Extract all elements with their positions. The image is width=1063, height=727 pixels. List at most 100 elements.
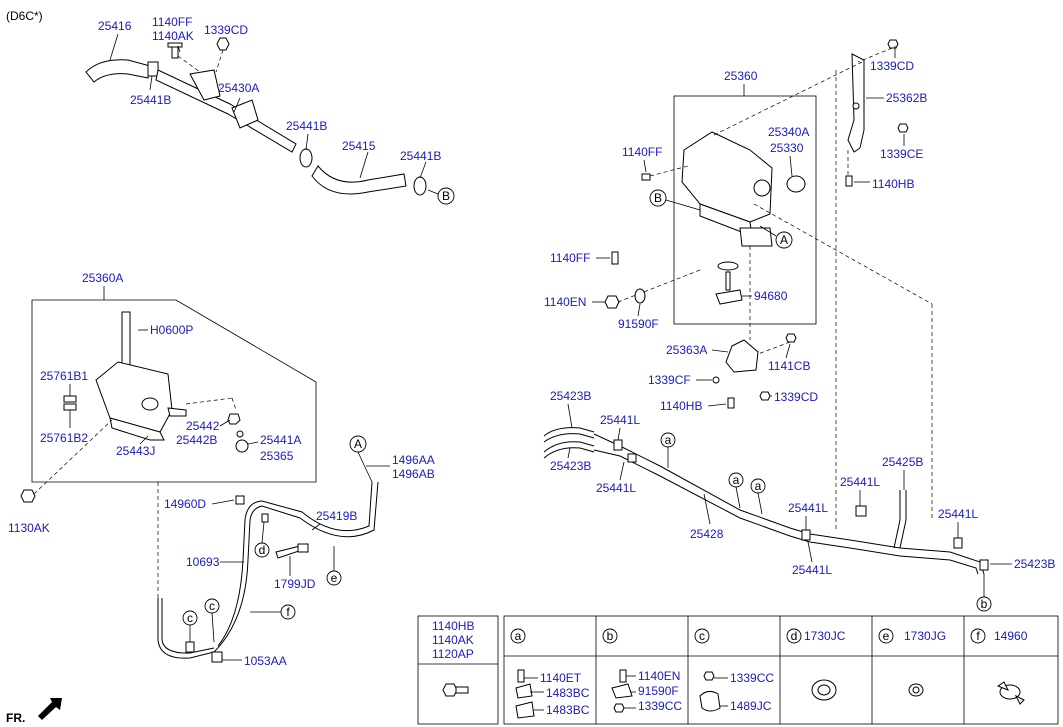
callout-25425b: 25425B — [882, 455, 923, 469]
callout-25441b-right: 25441B — [400, 149, 441, 163]
legend-key-f — [970, 628, 986, 644]
callout-25360a: 25360A — [82, 271, 123, 285]
legend-key-b — [602, 628, 618, 644]
legend-key-d — [786, 628, 802, 644]
callout-1140ff-top: 1140FF — [152, 15, 192, 29]
callout-1130ak: 1130AK — [8, 521, 50, 535]
legend-key-d-label: d — [791, 629, 798, 643]
grommet-91590f — [634, 288, 646, 304]
callout-25330: 25330 — [770, 141, 804, 155]
callout-h0600p: H0600P — [150, 323, 193, 337]
legend-c-part-2: 1489JC — [730, 699, 772, 713]
legend-clip-c-icon — [699, 671, 721, 712]
marker-a-right-3-label: a — [755, 479, 762, 493]
reservoir-box-25360a — [31, 299, 317, 483]
callout-25441b-left: 25441B — [130, 93, 171, 107]
marker-f-left-label: f — [286, 605, 290, 619]
callout-25360: 25360 — [724, 69, 758, 83]
legend-clip-b-icon — [611, 669, 633, 713]
callout-25442: 25442 — [186, 419, 220, 433]
marker-c-left-2-label: c — [209, 599, 215, 613]
callout-1141cb: 1141CB — [768, 359, 810, 373]
legend-a-part-1: 1140ET — [540, 671, 582, 685]
legend-table — [417, 615, 1059, 725]
marker-a-right-label: A — [780, 233, 788, 247]
callout-25415: 25415 — [342, 139, 376, 153]
callout-25441b-mid: 25441B — [286, 119, 327, 133]
marker-c-left-1-label: c — [187, 611, 193, 625]
callout-1339cf: 1339CF — [648, 373, 691, 387]
legend-b-part-3: 1339CC — [638, 699, 682, 713]
marker-b-right-label: B — [654, 191, 662, 205]
legend-bolt-code-3: 1120AP — [432, 647, 474, 661]
marker-d-left-label: d — [259, 543, 266, 557]
front-marker: FR. — [6, 711, 25, 725]
callout-1140hb-r1: 1140HB — [872, 177, 914, 191]
legend-c-part-1: 1339CC — [730, 671, 774, 685]
callout-25423b-a: 25423B — [550, 389, 591, 403]
callout-25441a: 25441A — [260, 433, 301, 447]
legend-bolt-code-1: 1140HB — [432, 619, 474, 633]
legend-key-a-label: a — [515, 629, 522, 643]
reservoir-box-25360 — [673, 95, 817, 325]
callout-25761b2: 25761B2 — [40, 431, 88, 445]
front-arrow-icon — [38, 698, 62, 720]
legend-key-f-label: f — [976, 629, 980, 643]
callout-25362b: 25362B — [886, 91, 927, 105]
callout-1339cd-top: 1339CD — [204, 23, 248, 37]
callout-1496aa: 1496AA — [392, 453, 435, 467]
legend-a-part-3: 1483BC — [546, 703, 590, 717]
marker-a-left-label: A — [354, 437, 362, 451]
callout-10693: 10693 — [186, 555, 220, 569]
legend-key-a — [510, 628, 526, 644]
legend-bolt-code-2: 1140AK — [432, 633, 474, 647]
callout-25441l-e: 25441L — [840, 475, 880, 489]
legend-d-part: 1730JC — [804, 629, 846, 643]
legend-b-part-1: 1140EN — [638, 669, 680, 683]
marker-a-right — [775, 231, 793, 249]
legend-a-part-2: 1483BC — [546, 686, 590, 700]
variant-label: (D6C*) — [6, 9, 43, 23]
callout-25423b-c: 25423B — [1014, 557, 1055, 571]
callout-25340a: 25340A — [768, 125, 809, 139]
callout-1140hb-r2: 1140HB — [660, 399, 702, 413]
reservoir-right — [681, 131, 806, 305]
bolt-1140ff-r1 — [641, 173, 651, 181]
legend-grommet-e-icon — [908, 683, 924, 697]
callout-25443j: 25443J — [116, 444, 155, 458]
callout-1799jd: 1799JD — [274, 577, 316, 591]
legend-grommet-d-icon — [811, 679, 837, 701]
lower-hoses-right — [543, 427, 989, 575]
marker-e-left-label: e — [331, 571, 338, 585]
callout-25441l-f: 25441L — [938, 507, 978, 521]
callout-1140en-r: 1140EN — [544, 295, 586, 309]
callout-25761b1: 25761B1 — [40, 369, 88, 383]
callout-25441l-a: 25441L — [600, 413, 640, 427]
callout-25365: 25365 — [260, 449, 294, 463]
callout-25441l-c: 25441L — [788, 501, 828, 515]
bracket-25362b — [845, 39, 909, 187]
legend-bolt-icon — [442, 683, 469, 697]
callout-25423b-b: 25423B — [550, 459, 591, 473]
marker-a-right-1-label: a — [665, 433, 672, 447]
legend-key-c-label: c — [699, 629, 705, 643]
callout-25363a: 25363A — [666, 343, 707, 357]
legend-b-part-2: 91590F — [638, 684, 679, 698]
callout-1140ak-top: 1140AK — [152, 29, 194, 43]
callout-25442b: 25442B — [176, 433, 217, 447]
marker-b-top — [437, 187, 455, 205]
callout-25428: 25428 — [690, 527, 724, 541]
callout-1140ff-r1: 1140FF — [622, 145, 662, 159]
legend-e-part: 1730JG — [904, 629, 946, 643]
upper-hose-group — [85, 33, 427, 196]
bracket-25363a — [712, 333, 797, 409]
legend-key-e-label: e — [883, 629, 890, 643]
callout-25441l-b: 25441L — [596, 481, 636, 495]
callout-25441l-d: 25441L — [792, 563, 832, 577]
reservoir-left — [63, 311, 249, 453]
callout-14960d: 14960D — [164, 497, 206, 511]
callout-25416: 25416 — [98, 19, 132, 33]
legend-key-b-label: b — [607, 629, 614, 643]
callout-25419b: 25419B — [316, 509, 357, 523]
